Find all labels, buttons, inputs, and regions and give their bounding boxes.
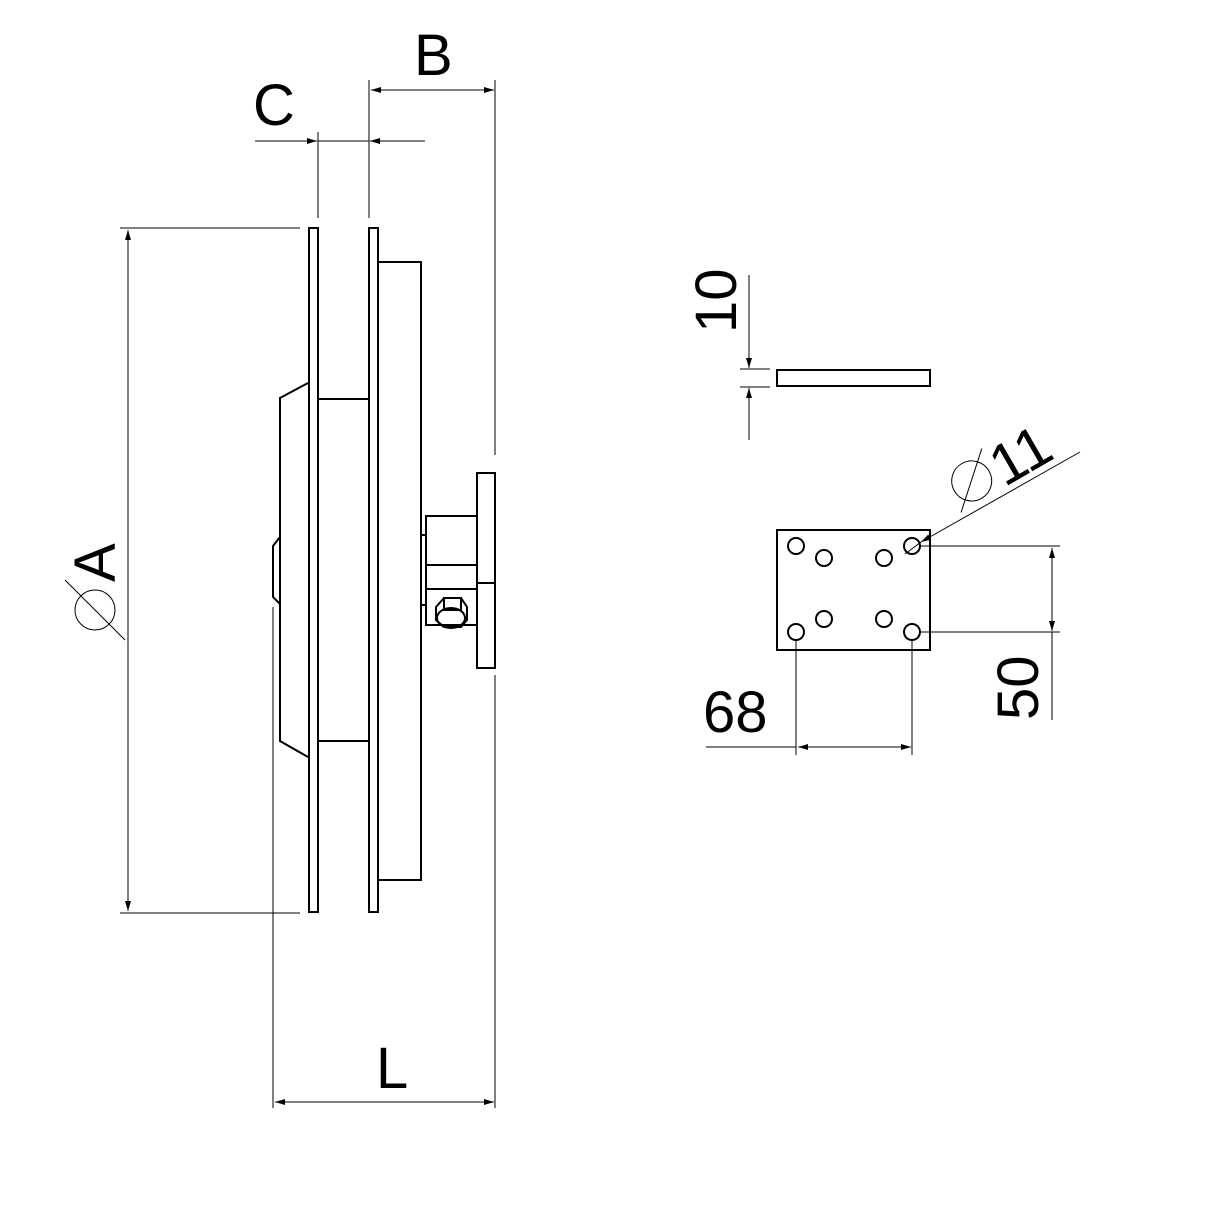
label-thickness: 10 [684, 268, 749, 333]
dimension-b: B [368, 23, 496, 1108]
mount-plate [476, 472, 496, 669]
plate-top-view: 11 50 68 [703, 412, 1081, 755]
spring-housing [378, 261, 422, 881]
rear-flange [368, 227, 379, 913]
label-hole-spacing-vertical: 50 [986, 655, 1051, 720]
label-c: C [253, 73, 295, 138]
diameter-symbol-icon [951, 460, 993, 502]
label-l: L [376, 1036, 408, 1101]
front-hub [279, 382, 309, 758]
diameter-symbol-icon [74, 589, 116, 631]
label-hole-spacing-horizontal: 68 [703, 680, 768, 745]
reel-side-view [272, 227, 496, 913]
label-b: B [414, 23, 453, 88]
front-flange [308, 227, 319, 913]
dimension-c: C [253, 73, 425, 218]
dimension-l: L [272, 607, 494, 1108]
plate-edge-view: 10 [684, 268, 931, 440]
bolt-icon [435, 597, 468, 629]
hub-knob [272, 536, 281, 605]
dimension-a: A [63, 227, 300, 914]
label-a: A [63, 543, 128, 582]
